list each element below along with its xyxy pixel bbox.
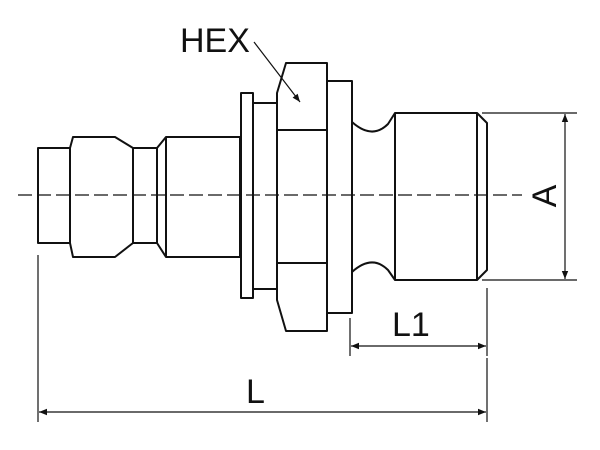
collar [69,136,134,258]
fitting-body [37,62,488,332]
l1-label: L1 [392,306,430,344]
groove [132,147,158,244]
body [156,136,241,258]
shoulder [326,80,353,314]
a-label: A [526,184,564,207]
hex-label: HEX [180,22,250,60]
o-ring-groove [351,112,396,281]
hex-nut [276,62,328,332]
hex-leader-arrow [253,41,301,103]
neck [252,102,278,290]
thread [394,112,488,281]
l-label: L [246,373,265,411]
